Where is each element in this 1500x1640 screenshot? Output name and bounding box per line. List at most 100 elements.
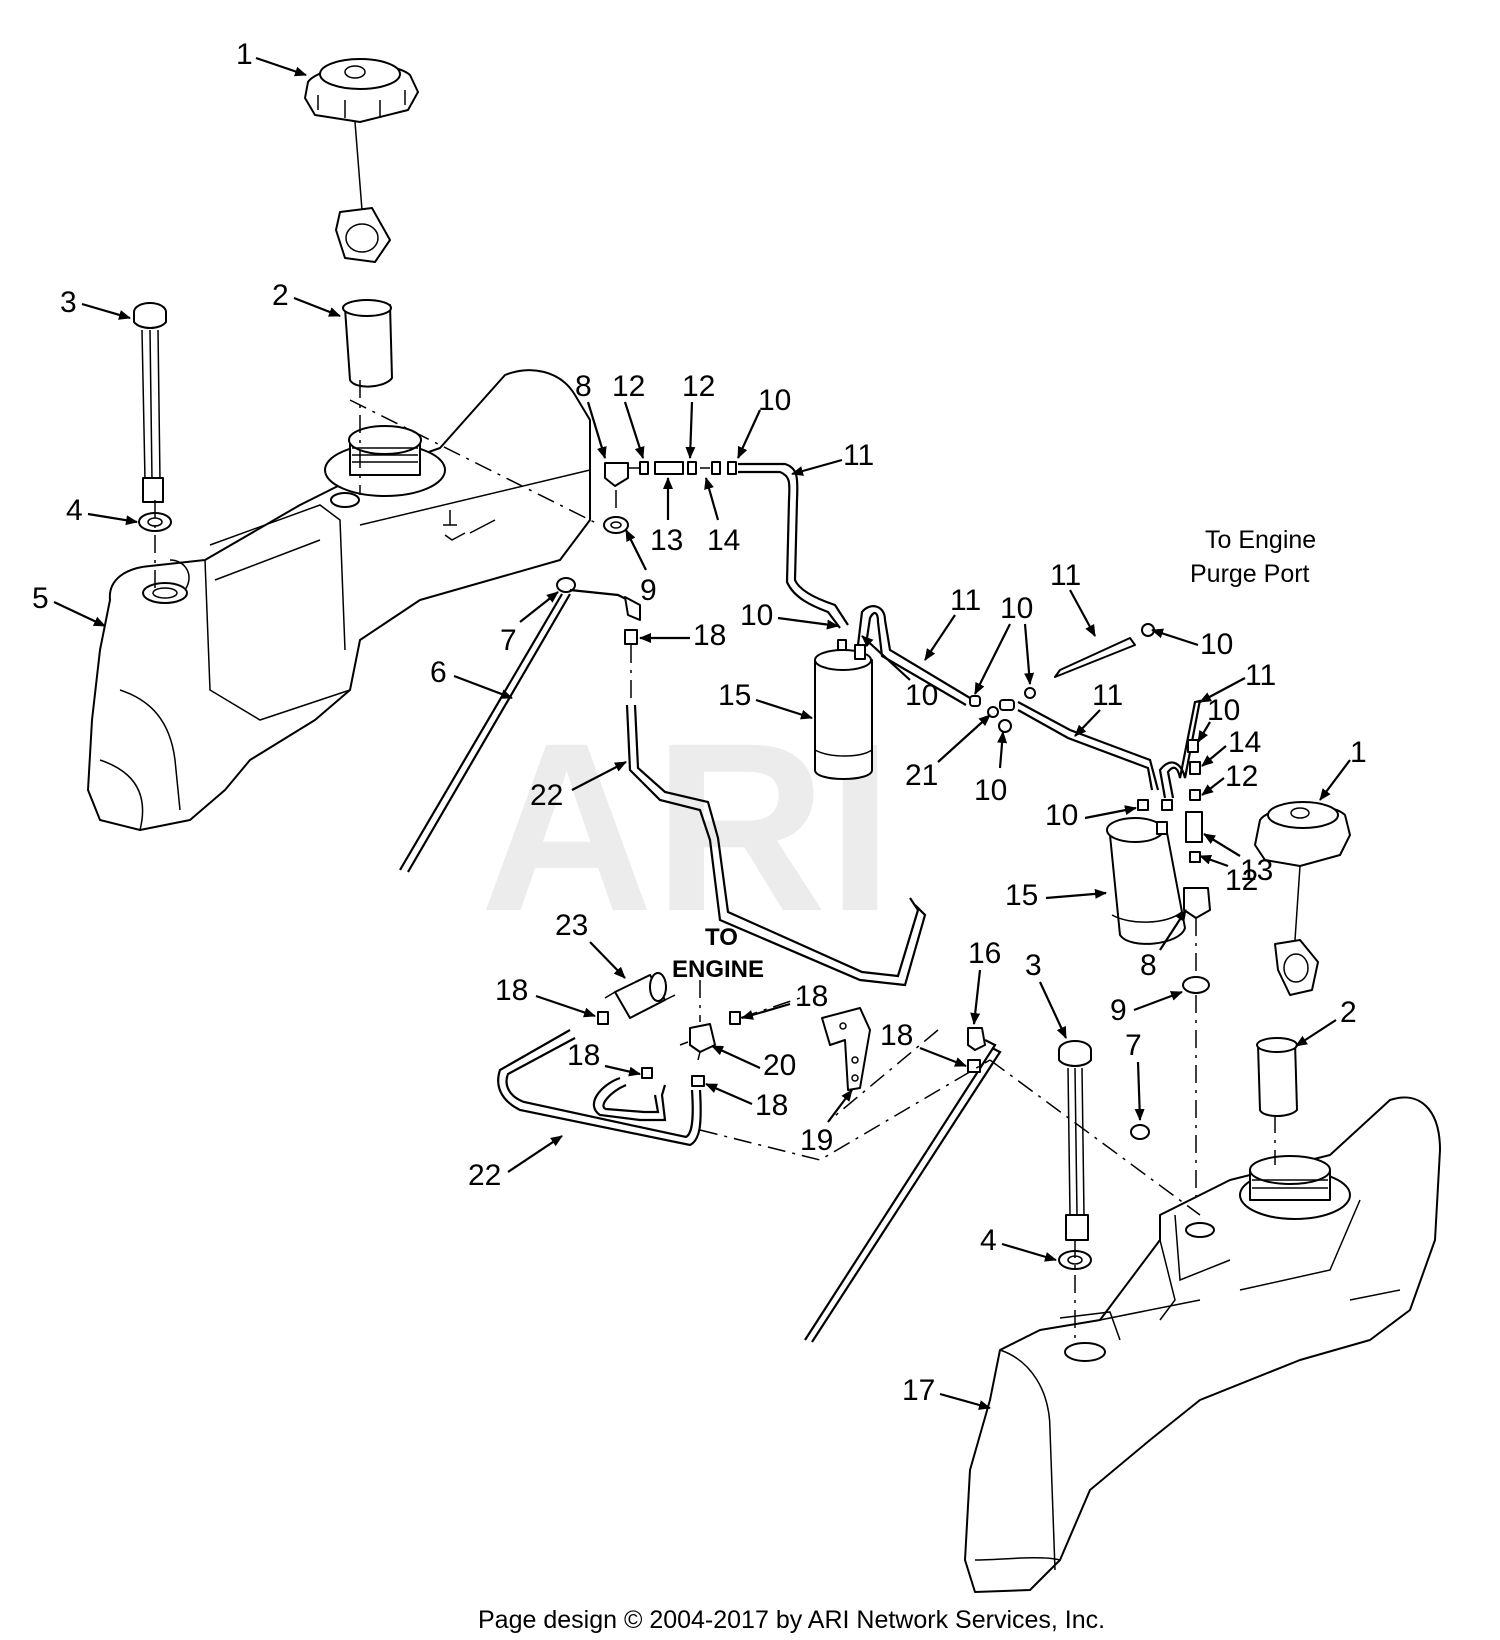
fuel-line-lower	[497, 1029, 702, 1147]
leader-3-right	[1039, 981, 1067, 1039]
callout-10-lower-canister: 10	[1045, 799, 1078, 832]
callout-12-lower-a: 12	[1225, 760, 1258, 793]
callout-22-lower: 22	[468, 1159, 501, 1192]
leader-19	[827, 1089, 853, 1123]
callout-18-valve-bottom: 18	[755, 1089, 788, 1122]
shutoff-valve	[641, 980, 801, 1087]
leader-10-mid-b	[1023, 623, 1035, 685]
fuel-filter-insert-left	[342, 299, 393, 388]
charcoal-canister-lower	[1106, 799, 1186, 945]
callout-17: 17	[902, 1374, 935, 1407]
callout-14-upper: 14	[707, 524, 740, 557]
leader-12-lower-a	[1201, 777, 1225, 796]
leader-10-top	[737, 409, 761, 459]
leader-11-purge	[1069, 589, 1096, 637]
leader-11-lower	[1074, 709, 1101, 737]
leader-11-mid	[924, 614, 956, 661]
leader-18-valve-bottom	[705, 1082, 753, 1106]
leader-22-lower	[507, 1135, 563, 1173]
leader-18-valve-left	[604, 1064, 641, 1077]
callout-18-pickup: 18	[880, 1019, 913, 1052]
callout-15-upper: 15	[718, 679, 751, 712]
leader-10-mid-a	[974, 623, 1011, 695]
leader-18-filter-left	[535, 994, 596, 1018]
fuel-cap-right	[1254, 801, 1351, 996]
leader-11-top	[791, 458, 843, 476]
leader-17	[939, 1392, 991, 1410]
leader-12-upper-b	[685, 401, 696, 459]
leader-4-right	[1001, 1242, 1057, 1262]
callout-9-upper: 9	[640, 574, 657, 607]
callout-20: 20	[763, 1049, 796, 1082]
fuel-cap-left	[304, 58, 419, 263]
callout-2-left: 2	[272, 279, 289, 312]
callout-4-left: 4	[66, 494, 83, 527]
vent-valve-lower	[1182, 739, 1211, 1215]
callout-10-top: 10	[758, 384, 791, 417]
leader-6	[453, 674, 513, 700]
purge-port-note-line1: To Engine	[1205, 526, 1316, 554]
leader-20	[711, 1045, 761, 1069]
leader-10-purge	[1151, 628, 1199, 647]
callout-10-mid: 10	[1000, 592, 1033, 625]
leader-13-lower	[1203, 833, 1241, 857]
leader-18-pickup	[919, 1046, 967, 1068]
callout-16: 16	[968, 937, 1001, 970]
callout-12-upper-a: 12	[612, 370, 645, 403]
vent-valve-upper	[603, 461, 737, 534]
callout-5: 5	[32, 582, 49, 615]
leader-16	[970, 969, 982, 1025]
callout-12-upper-b: 12	[682, 370, 715, 403]
leader-14-lower	[1201, 745, 1227, 767]
callout-18-valve-left: 18	[567, 1039, 600, 1072]
callout-1-right: 1	[1350, 736, 1367, 769]
vent-hose-11-right	[856, 605, 1160, 791]
right-fuel-tank	[964, 1096, 1441, 1593]
leader-14-upper	[704, 477, 720, 521]
leader-7-right	[1134, 1061, 1145, 1121]
leader-9-upper	[625, 529, 647, 571]
callout-3-left: 3	[60, 286, 77, 319]
callout-13-upper: 13	[650, 524, 683, 557]
fuel-filter	[597, 972, 676, 1025]
leader-2-left	[293, 296, 341, 318]
leader-1-left	[255, 56, 307, 77]
callout-15-lower: 15	[1005, 879, 1038, 912]
to-engine-note-line2: ENGINE	[672, 956, 764, 983]
leader-18-filter-right	[741, 1002, 791, 1020]
callout-7-right: 7	[1125, 1029, 1142, 1062]
copyright-footer: Page design © 2004-2017 by ARI Network S…	[478, 1606, 1105, 1634]
leader-10-canister-left	[777, 616, 839, 630]
bushing-right	[1130, 1124, 1150, 1140]
callout-group: 1 2 3 4 5 6 7 8 9 10 10 10 10 10 10 10	[32, 38, 1367, 1410]
callout-11-mid: 11	[950, 584, 981, 617]
callout-10-canister-right: 10	[905, 679, 938, 712]
callout-3-right: 3	[1025, 949, 1042, 982]
callout-11-lower: 11	[1092, 679, 1123, 712]
callout-6: 6	[430, 656, 447, 689]
callout-12-lower-b: 12	[1225, 864, 1258, 897]
leader-3-left	[81, 302, 131, 320]
leader-12-lower-b	[1199, 854, 1229, 868]
leader-8-lower	[1159, 909, 1187, 951]
callout-1-left: 1	[236, 38, 253, 71]
callout-11-top: 11	[843, 439, 874, 472]
leader-1-right	[1319, 759, 1351, 801]
callout-10-canister-left: 10	[740, 599, 773, 632]
callout-4-right: 4	[980, 1224, 997, 1257]
leader-15-lower	[1045, 888, 1107, 900]
callout-7-left: 7	[500, 624, 517, 657]
callout-18-filter-left: 18	[495, 974, 528, 1007]
purge-port-note-line2: Purge Port	[1190, 560, 1310, 588]
leader-12-upper-a	[623, 401, 645, 459]
callout-10-tee: 10	[974, 774, 1007, 807]
fuel-gauge-left	[133, 302, 167, 503]
callout-22-upper: 22	[530, 779, 563, 812]
callout-9-lower: 9	[1110, 994, 1127, 1027]
leader-9-lower	[1133, 990, 1183, 1012]
callout-13-lower: 13	[1240, 854, 1273, 887]
leader-15-upper	[755, 698, 813, 720]
leader-2-right	[1295, 1019, 1337, 1047]
callout-11-right: 11	[1245, 659, 1276, 692]
